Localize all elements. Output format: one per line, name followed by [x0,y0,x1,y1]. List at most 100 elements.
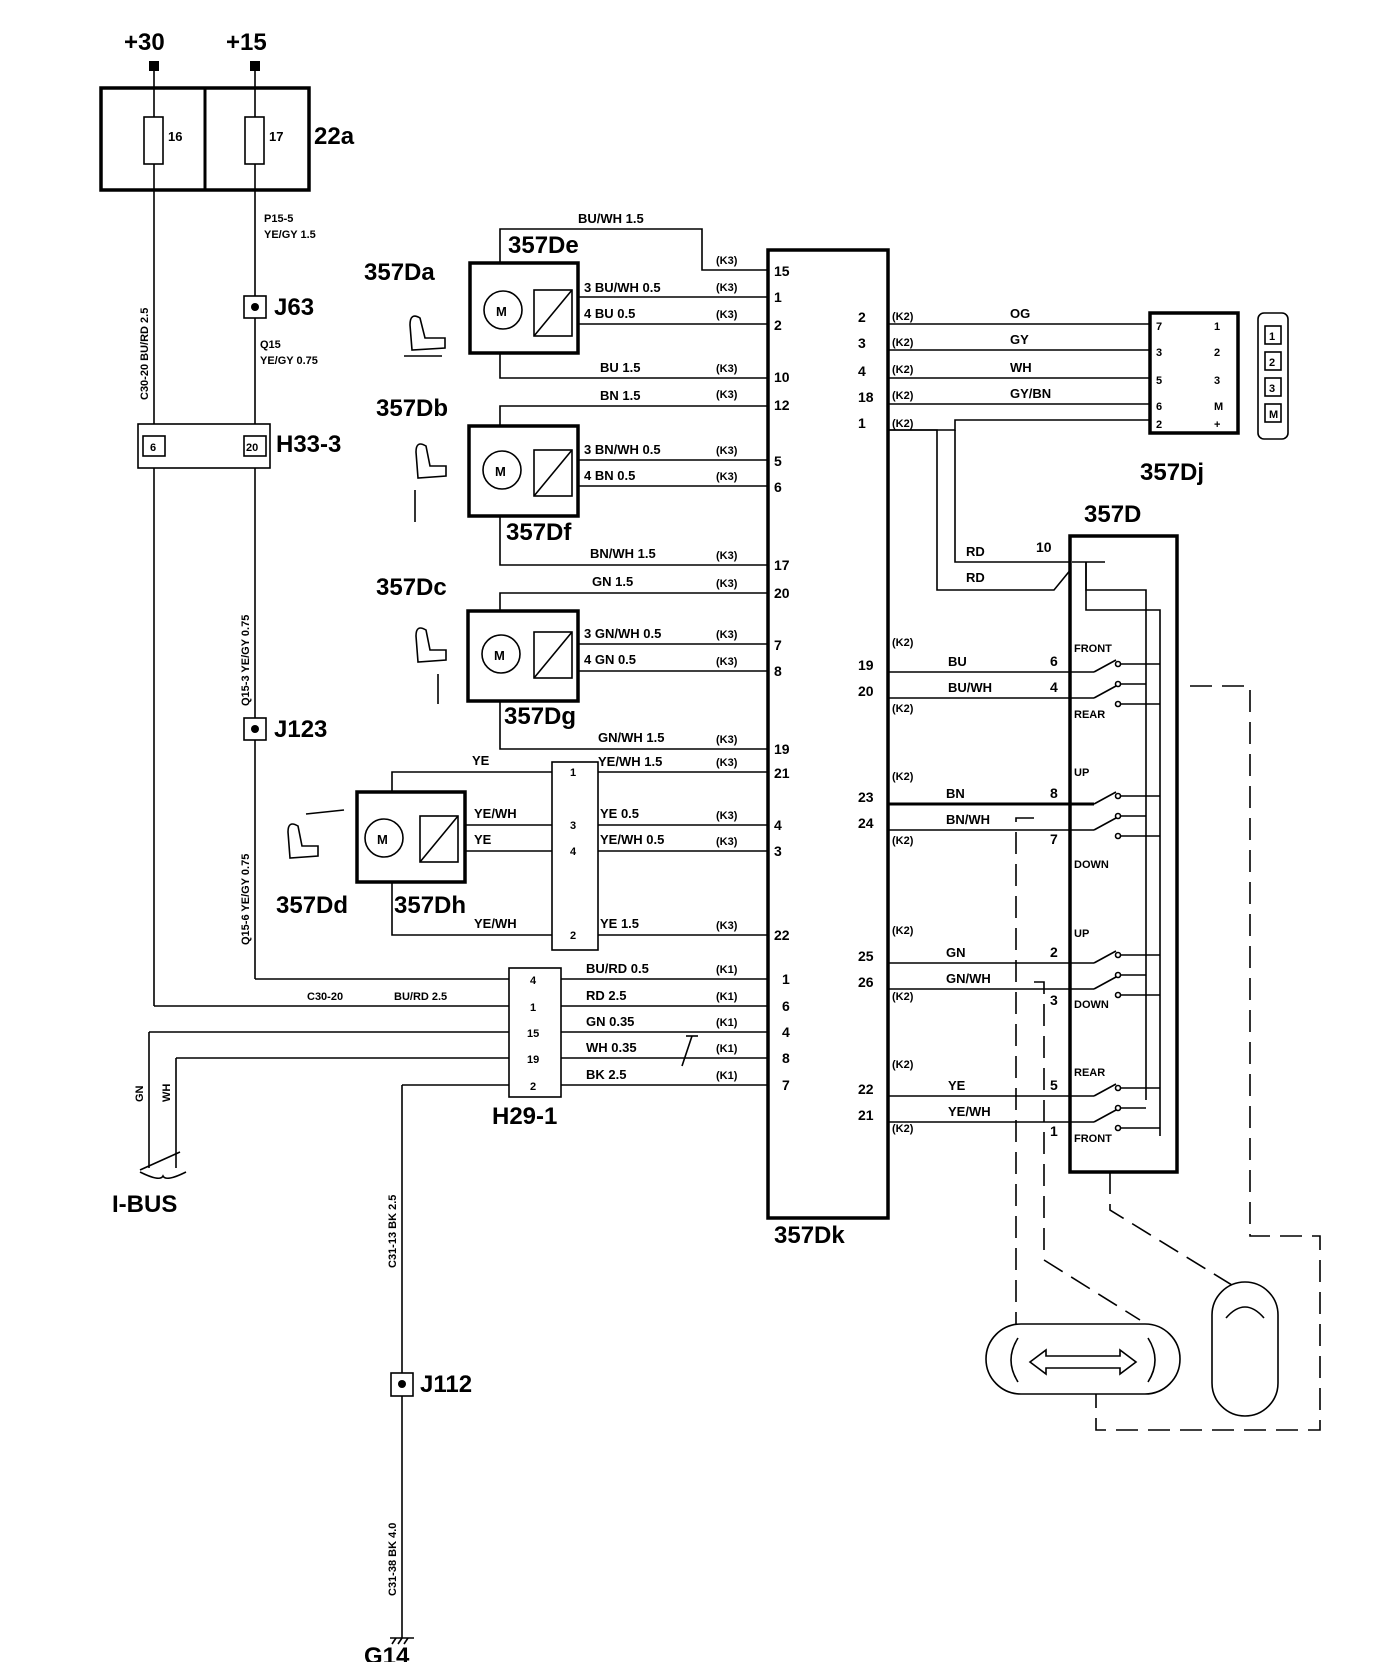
ecu-k3-tag-6: (K3) [716,471,738,483]
ecu-right-pin-20-6: 20 [858,683,874,699]
motor-357db-m-icon [482,450,522,490]
wire-p15-color: YE/GY 1.5 [264,229,316,241]
memory-right-pin-4: + [1214,419,1220,431]
wire-q15-6-label: Q15-6 YE/GY 0.75 [240,854,252,945]
motor-wire-label-5: 3 BN/WH 0.5 [584,442,661,457]
switch-label-6: REAR [1074,1067,1105,1079]
backrest-knob[interactable] [1211,1281,1279,1417]
motor-357da-label: 357Da [364,259,435,286]
supply-section: +30 +15 16 17 22a [99,29,355,192]
connector-small-pin-2: 2 [570,930,576,942]
ecu-pin-k1-7: 7 [782,1077,790,1093]
switch-wire-1: BU/WH [948,680,992,695]
backrest-arrow-icon [1225,1306,1265,1319]
motor-357dg-label: 357Dg [504,703,576,730]
h29-pin-1: 1 [530,1002,536,1014]
switch-label-7: FRONT [1074,1133,1112,1145]
fuse-16 [143,116,164,165]
ecu-left-pin-7: 7 [774,637,782,653]
memory-right-pin-0: 1 [1214,321,1220,333]
h29-k1-tag-1: (K1) [716,991,738,1003]
wire-gn-label: GN [134,1085,146,1102]
ecu-left-pin-8: 8 [774,663,782,679]
connector-h33-3-label: H33-3 [276,431,341,458]
ecu-pin-k1-6: 6 [782,998,790,1014]
memory-button-m[interactable] [1264,403,1282,423]
ecu-left-pin-3: 3 [774,843,782,859]
ecu-k2-tag-10: (K2) [892,991,914,1003]
motor-group-d: M 357Dd 357Dh [276,771,552,936]
ecu-left-pin-22: 22 [774,927,790,943]
ecu-357dk: 357Dk [766,248,890,1249]
fore-aft-knob[interactable] [985,1323,1181,1395]
h29-k1-tag-2: (K1) [716,1017,738,1029]
memory-357dj: 357Dj [888,311,1289,591]
switch-wire-0: BU [948,654,967,669]
switch-rd-pin-10: 10 [1036,539,1052,555]
memory-wire-OG: OG [1010,306,1030,321]
seat-height-front-icon [415,443,447,479]
ecu-left-pin-2: 2 [774,317,782,333]
motor-wire-label-11: GN/WH 1.5 [598,730,664,745]
switch-pin-0: 6 [1050,653,1058,669]
ecu-left-pin-4: 4 [774,817,782,833]
switch-rd-wire-lower: RD [966,570,985,585]
memory-button-2[interactable] [1264,351,1282,371]
memory-keypad-label-2: 2 [1269,357,1275,369]
motor-wire-label-12: YE [472,753,490,768]
ecu-k3-tag-15: (K3) [716,920,738,932]
tilt-left-arrow-icon [1010,1337,1019,1383]
switch-pin-7: 1 [1050,1123,1058,1139]
switch-label-5: DOWN [1074,999,1109,1011]
junction-j112-label: J112 [420,1371,472,1398]
wire-wh-label: WH [161,1084,173,1102]
ecu-right-pin-4-2: 4 [858,363,866,379]
memory-right-pin-3: M [1214,401,1223,413]
ecu-k2-tag-12: (K2) [892,1123,914,1135]
terminal-plus15 [250,61,260,71]
motor-wire-label-14: YE/WH [474,806,517,821]
ecu-right-pin-23-7: 23 [858,789,874,805]
switch-pin-1: 4 [1050,679,1058,695]
junction-j123-label: J123 [274,716,327,743]
h29-pin-15: 15 [527,1028,539,1040]
motor-wire-label-3: BU 1.5 [600,360,640,375]
ibus-label: I-BUS [112,1191,177,1218]
wire-c30-vertical-label: C30-20 BU/RD 2.5 [139,308,151,400]
ecu-k2-tag-3: (K2) [892,390,914,402]
ecu-k2-tag-2: (K2) [892,364,914,376]
wire-labels: BU/WH 1.53 BU/WH 0.54 BU 0.5BU 1.5BN 1.5… [472,211,1278,1145]
h29-wire-label-4: BK 2.5 [586,1067,626,1082]
ecu-357dk-body [766,248,890,1220]
h33-pin-20: 20 [246,442,258,454]
motor-357dc-m-label: M [494,648,505,663]
h29-wire-label-1: RD 2.5 [586,988,626,1003]
switch-357d: 357D [888,501,1321,1431]
memory-button-3[interactable] [1264,377,1282,397]
memory-wire-GY/BN: GY/BN [1010,386,1051,401]
motor-wire-label-18: YE/WH [474,916,517,931]
ecu-left-pin-20: 20 [774,585,790,601]
ecu-right-pin-3-1: 3 [858,335,866,351]
switch-357d-body [1068,534,1179,1174]
motor-357dd-m-icon [364,818,404,858]
motor-357dc-label: 357Dc [376,574,447,601]
ecu-left-pin-1: 1 [774,289,782,305]
ecu-k3-tag-10: (K3) [716,656,738,668]
ecu-k3-tag-7: (K3) [716,550,738,562]
ecu-k3-tag-14: (K3) [716,836,738,848]
memory-button-1[interactable] [1264,325,1282,345]
ecu-k2-tag-0: (K2) [892,311,914,323]
memory-right-pin-1: 2 [1214,347,1220,359]
ecu-k3-tag-1: (K3) [716,282,738,294]
ecu-pin-k1-4: 4 [782,1024,790,1040]
motor-wire-label-4: BN 1.5 [600,388,640,403]
wire-q15-color: YE/GY 0.75 [260,355,318,367]
switch-label-1: REAR [1074,709,1105,721]
motor-wire-label-15: YE 0.5 [600,806,639,821]
h29-k1-tag-3: (K1) [716,1043,738,1055]
ecu-right-pin-26-10: 26 [858,974,874,990]
motor-wire-label-6: 4 BN 0.5 [584,468,635,483]
motor-357dd-m-label: M [377,832,388,847]
